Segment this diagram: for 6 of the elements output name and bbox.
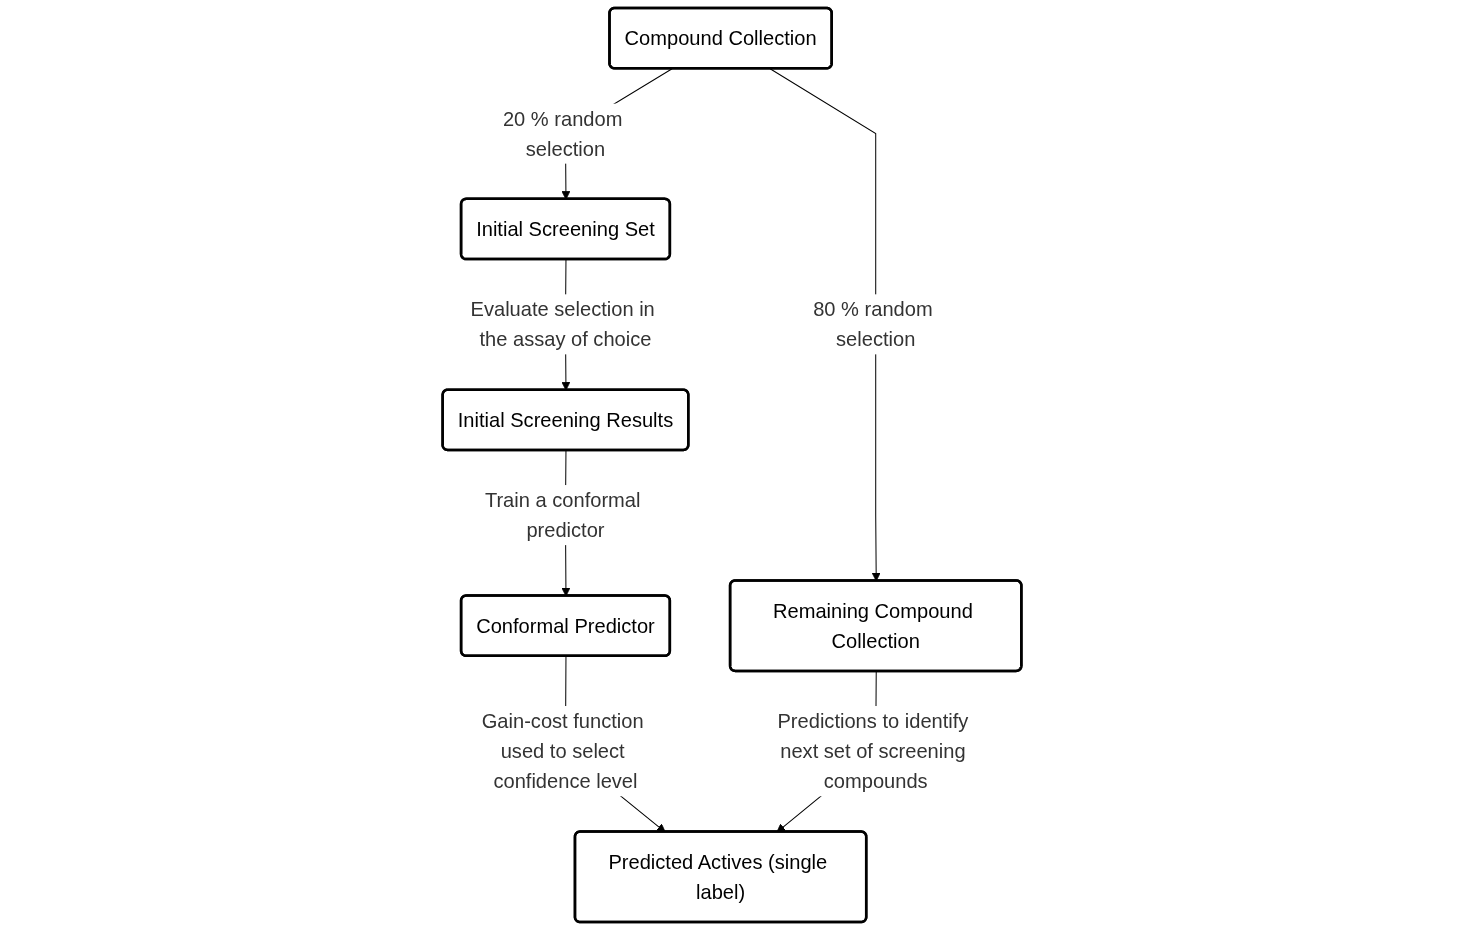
edge-label: Gain-cost function used to select confidence level bbox=[481, 710, 644, 793]
edge-label: Predictions to identify next set of screening compounds bbox=[777, 710, 969, 793]
edge-label: Evaluate selection in the assay of choice bbox=[470, 298, 655, 351]
edge-label: 20 % random selection bbox=[502, 107, 623, 160]
edge-label: 80 % random selection bbox=[813, 298, 933, 351]
edge-label: Train a conformal predictor bbox=[484, 489, 641, 542]
